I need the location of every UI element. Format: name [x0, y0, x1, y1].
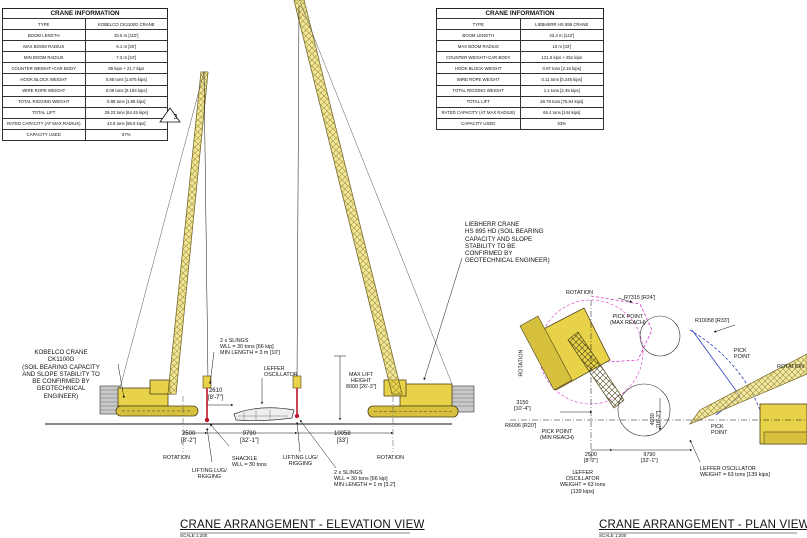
revision-triangle-icon	[159, 107, 181, 123]
elevation-view-scale: SCALE 1:200	[180, 533, 208, 538]
liebherr-crane-elevation	[292, 0, 475, 418]
plan-dimension-3150: 3150 [10'-4"]	[514, 400, 531, 413]
liebherr-table-field-value: 65.4 tons [144 kips]	[519, 106, 604, 119]
rotation-centerlines	[182, 396, 394, 452]
kobelco-table-field-value: 67%	[84, 128, 168, 142]
plan-radius-r7315: R7315 [R24']	[624, 295, 656, 301]
plan-radius-r10058: R10058 [R33']	[695, 318, 730, 324]
liebherr-table-row: RATED CAPACITY (AT MAX RADIUS)65.4 tons …	[436, 106, 604, 119]
kobelco-table-field-label: TOTAL RIGGING WEIGHT	[2, 95, 86, 108]
plan-dimension-9790: 9790 [32'-1"]	[641, 452, 658, 465]
liebherr-table-field-value: 0.11 tons [0.246 kips]	[519, 73, 604, 86]
plan-view-title: CRANE ARRANGEMENT - PLAN VIEW	[599, 519, 807, 531]
revision-tag: 3	[174, 114, 178, 121]
rotation-label-left: ROTATION	[163, 455, 191, 461]
elevation-view-title: CRANE ARRANGEMENT - ELEVATION VIEW	[180, 519, 425, 531]
plan-pick-point-lower: PICK POINT	[711, 424, 728, 437]
dimension-2610: 2610 [8'-7"]	[208, 388, 224, 401]
kobelco-table-field-value: 89 kips + 21.7 kips	[84, 62, 168, 75]
shackle-label: SHACKLE WLL = 30 tons	[232, 456, 267, 469]
max-lift-height-label: MAX LIFT HEIGHT 8000 [26'-3"]	[346, 372, 377, 391]
plan-dimension-4930: 4930 [16'-2"]	[650, 410, 663, 428]
liebherr-table-field-value: 1.1 tons [2.45 kips]	[519, 84, 604, 97]
rotation-label-right: ROTATION	[377, 455, 405, 461]
plan-pick-point-right: PICK POINT	[734, 348, 751, 361]
kobelco-table-field-value: 0.09 tons [0.193 kips]	[84, 84, 168, 97]
rigging-and-oscillator	[204, 388, 300, 423]
lifting-lug-label-right: LIFTING LUG/ RIGGING	[283, 455, 318, 468]
plan-view-drawing	[510, 295, 807, 463]
liebherr-table-field-value: 28.76 tons [75.84 kips]	[519, 95, 604, 108]
plan-radius-r6096: R6096 [R20']	[505, 423, 537, 429]
kobelco-table-field-value: 0.88 tons [1.95 kips]	[84, 95, 168, 108]
plan-rotation-right: ROTATION	[777, 364, 805, 370]
liebherr-table-title: CRANE INFORMATION	[436, 8, 604, 18]
kobelco-crane-elevation	[99, 71, 212, 417]
slings-bottom-label: 2 x SLINGS WLL = 30 tons [66 kip] MIN LE…	[334, 470, 396, 489]
plan-rotation-top: ROTATION	[566, 290, 594, 296]
plan-pick-point-min-reach: PICK POINT (MIN REACH)	[540, 429, 574, 442]
slings-top-label: 2 x SLINGS WLL = 30 tons [66 kip] MIN LE…	[220, 338, 280, 357]
kobelco-table-row: RATED CAPACITY (AT MAX RADIUS)43.8 tons …	[2, 117, 168, 130]
kobelco-table-field-label: CAPACITY USED	[2, 128, 86, 142]
kobelco-table-field-label: HOOK BLOCK WEIGHT	[2, 73, 86, 86]
kobelco-table-title: CRANE INFORMATION	[2, 8, 168, 18]
kobelco-table-field-value: 0.85 tons [1.875 kips]	[84, 73, 168, 86]
dimension-9790: 9790 [32'-1"]	[240, 431, 259, 444]
plan-leffer-oscillator-right: LEFFER OSCILLATOR WEIGHT = 63 tons [139 …	[700, 466, 770, 479]
kobelco-crane-note: KOBELCO CRANE CK1100G (SOIL BEARING CAPA…	[22, 349, 100, 400]
dimension-10058: 10058 [33']	[334, 431, 351, 444]
plan-view-scale: SCALE 1:200	[599, 533, 627, 538]
plan-rotation-left: ROTATION	[518, 349, 525, 377]
plan-pick-point-max-reach: PICK POINT (MAX REACH)	[610, 314, 646, 327]
lifting-lug-label-left: LIFTING LUG/ RIGGING	[192, 468, 227, 481]
elevation-dimensions	[117, 257, 463, 469]
liebherr-crane-note: LIEBHERR CRANE HS 895 HD (SOIL BEARING C…	[465, 221, 550, 265]
plan-dimension-2500: 2500 [8'-2"]	[584, 452, 598, 465]
dimension-2500: 2500 [8'-2"]	[181, 431, 197, 444]
liebherr-table-field-value: 0.97 tons [2.15 kips]	[519, 62, 604, 75]
liebherr-table-field-label: RATED CAPACITY (AT MAX RADIUS)	[436, 106, 521, 119]
kobelco-table-field-label: COUNTER WEIGHT+CAR BODY	[2, 62, 86, 75]
liebherr-table-field-value: 53%	[519, 117, 604, 130]
plan-leffer-oscillator-left: LEFFER OSCILLATOR WEIGHT = 63 tons [139 …	[560, 470, 606, 495]
leffer-oscillator-label: LEFFER OSCILLATOR	[264, 366, 298, 379]
